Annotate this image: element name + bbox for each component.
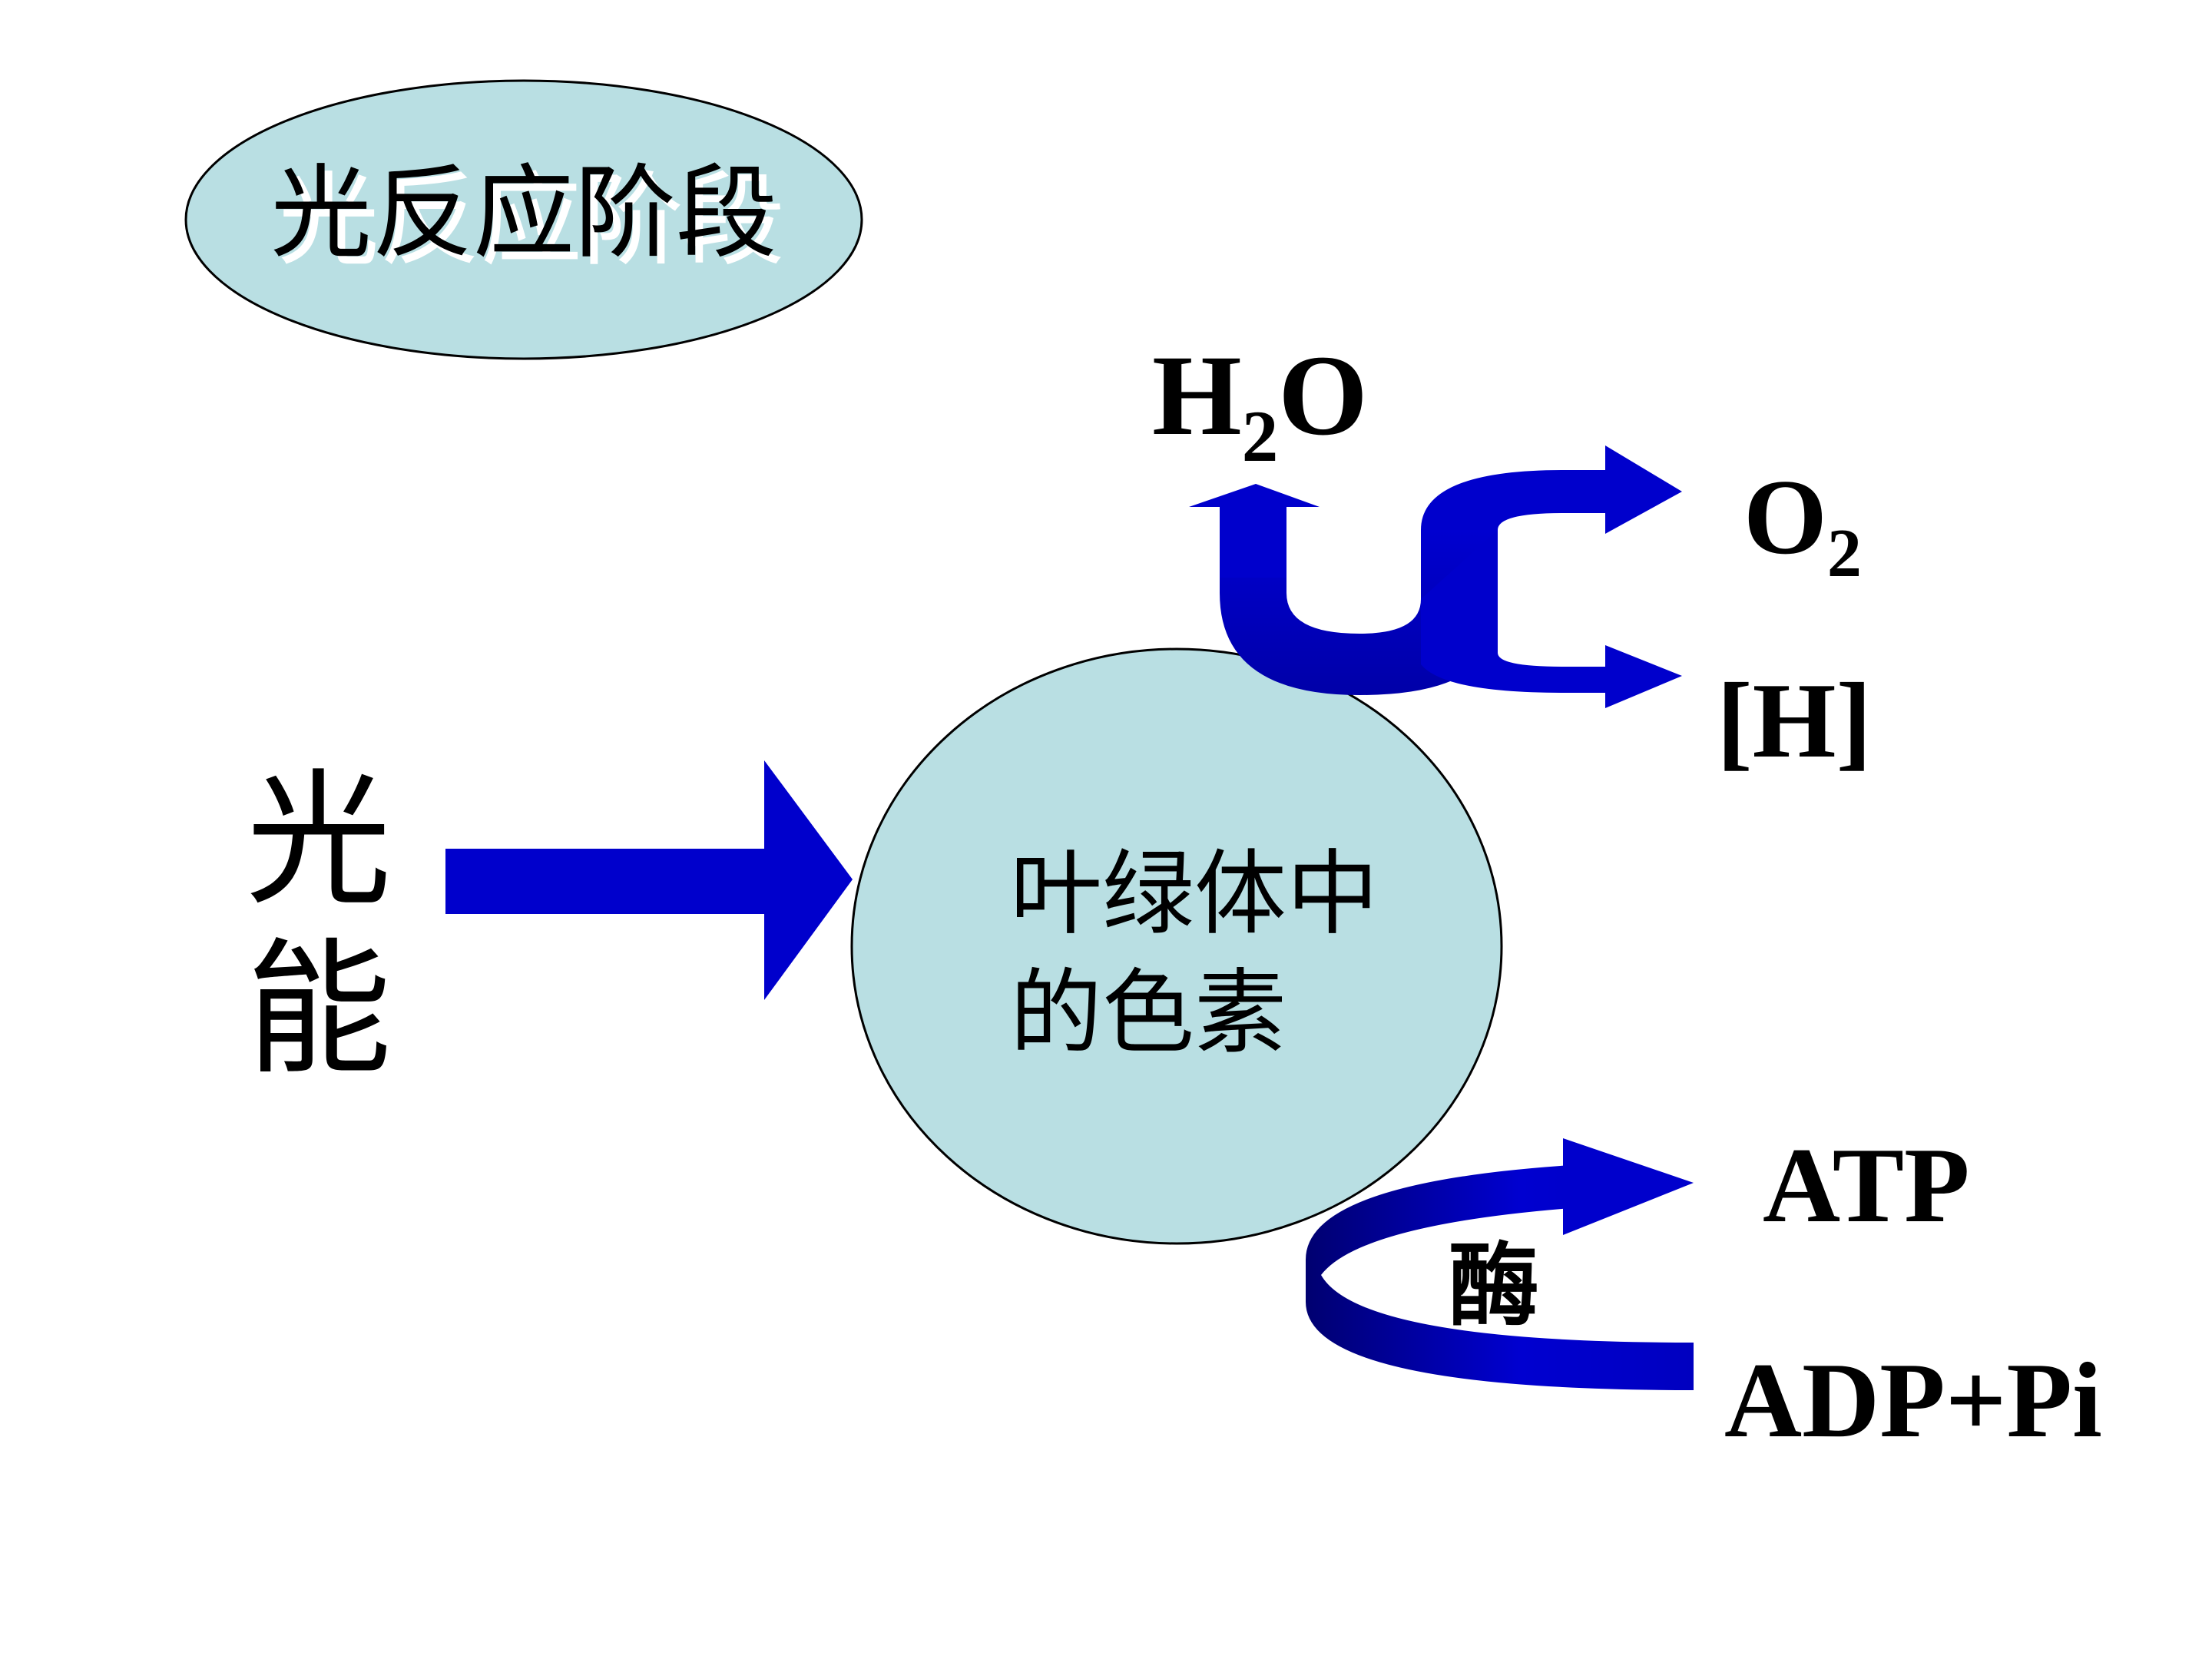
light-energy-label-line1: 光: [246, 756, 392, 926]
oxygen-label: O2: [1743, 458, 1862, 591]
pigment-node: 叶绿体中 的色素: [850, 647, 1503, 1245]
atp-arrowhead: [1563, 1138, 1694, 1235]
atp-cycle-band: [1306, 1165, 1694, 1390]
light-energy-label-line2: 能: [246, 925, 392, 1094]
water-up-arrowhead: [1189, 484, 1320, 578]
title-ellipse: [184, 79, 863, 360]
title-text: 光反应阶段: [270, 154, 777, 273]
pigment-label-line2: 的色素: [1010, 960, 1286, 1067]
pigment-label-line1: 叶绿体中: [1010, 841, 1379, 948]
adp-label: ADP+Pi: [1724, 1341, 2102, 1460]
oxygen-subscript: 2: [1827, 515, 1862, 591]
pigment-circle: [850, 647, 1503, 1245]
water-h: H: [1152, 332, 1242, 459]
o2-branch: [1421, 445, 1682, 534]
water-o: O: [1278, 332, 1368, 459]
oxygen-o: O: [1743, 458, 1827, 577]
h-branch: [1421, 530, 1682, 708]
water-subscript: 2: [1242, 396, 1279, 477]
title-shadow: 光反应阶段: [278, 162, 785, 280]
water-label: H2O: [1152, 332, 1368, 477]
enzyme-label: 酶: [1449, 1233, 1539, 1339]
title-badge: 光反应阶段 光反应阶段: [184, 79, 863, 360]
water-split-arrows: [1189, 445, 1682, 708]
light-to-pigment-arrow: [445, 760, 853, 1000]
hydrogen-label: [H]: [1717, 661, 1872, 780]
atp-cycle-arrow: [1306, 1138, 1694, 1390]
atp-label: ATP: [1763, 1126, 1970, 1245]
